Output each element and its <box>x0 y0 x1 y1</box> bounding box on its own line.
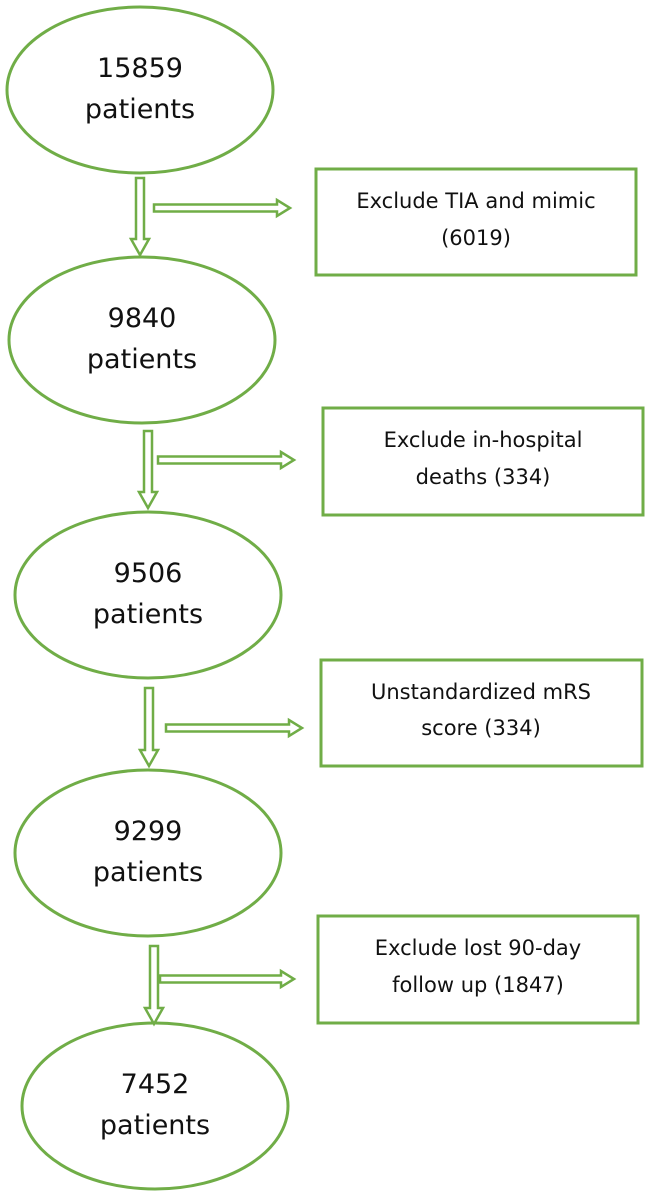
node-count: 9506 <box>114 558 183 589</box>
node-ellipse <box>13 510 283 680</box>
exclusion-line-1: Exclude in-hospital <box>384 428 583 452</box>
down-arrow <box>142 944 166 1027</box>
exclusion-rect <box>319 658 644 768</box>
node-ellipse <box>5 5 275 175</box>
patient-node-4: 9299 patients <box>13 768 283 938</box>
exclusion-line-2: score (334) <box>421 716 541 740</box>
node-label: patients <box>93 599 203 630</box>
exclusion-box-1: Exclude TIA and mimic (6019) <box>314 167 638 277</box>
exclusion-line-1: Exclude lost 90-day <box>375 936 581 960</box>
node-ellipse <box>20 1021 290 1191</box>
exclusion-line-1: Unstandardized mRS <box>371 680 591 704</box>
exclusion-box-3: Unstandardized mRS score (334) <box>319 658 644 768</box>
exclusion-line-2: (6019) <box>441 226 511 250</box>
node-label: patients <box>87 344 197 375</box>
exclusion-rect <box>314 167 638 277</box>
node-label: patients <box>85 94 195 125</box>
exclusion-rect <box>316 914 640 1025</box>
patient-node-3: 9506 patients <box>13 510 283 680</box>
exclusion-line-1: Exclude TIA and mimic <box>356 189 595 213</box>
node-ellipse <box>7 255 277 425</box>
down-arrow <box>137 686 161 769</box>
exclusion-box-4: Exclude lost 90-day follow up (1847) <box>316 914 640 1025</box>
node-label: patients <box>100 1110 210 1141</box>
right-arrow <box>158 968 297 990</box>
node-ellipse <box>13 768 283 938</box>
right-arrow <box>152 197 293 219</box>
node-count: 7452 <box>121 1069 190 1100</box>
down-arrow <box>136 429 160 511</box>
exclusion-line-2: follow up (1847) <box>392 973 564 997</box>
node-count: 9299 <box>114 816 183 847</box>
right-arrow <box>164 717 305 739</box>
patient-node-5: 7452 patients <box>20 1021 290 1191</box>
exclusion-line-2: deaths (334) <box>416 465 551 489</box>
node-count: 15859 <box>97 53 183 84</box>
node-count: 9840 <box>108 303 177 334</box>
node-label: patients <box>93 857 203 888</box>
exclusion-rect <box>321 406 645 517</box>
patient-node-1: 15859 patients <box>5 5 275 175</box>
exclusion-box-2: Exclude in-hospital deaths (334) <box>321 406 645 517</box>
down-arrow <box>128 176 152 258</box>
arrows <box>128 176 305 1027</box>
patient-node-2: 9840 patients <box>7 255 277 425</box>
right-arrow <box>156 449 297 471</box>
